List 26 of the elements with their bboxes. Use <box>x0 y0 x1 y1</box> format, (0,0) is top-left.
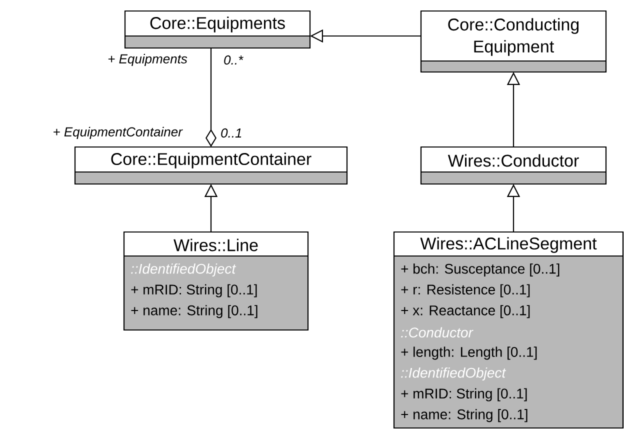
attribute-text: + name: String [0..1] <box>131 305 258 318</box>
attribute-text: + mRID: String [0..1] <box>131 284 257 298</box>
class-box <box>420 10 607 73</box>
role-label: 0..1 <box>221 128 242 138</box>
role-label: + Equipments <box>108 54 188 66</box>
attribute-text: + length: Length [0..1] <box>401 346 537 360</box>
class-box <box>420 146 607 185</box>
attribute-text: + mRID: String [0..1] <box>401 388 527 402</box>
attribute-group: ::Conductor <box>401 327 474 338</box>
class-name: Wires::Conductor <box>448 154 579 167</box>
attribute-text: + r: Resistence [0..1] <box>401 284 530 298</box>
class-name: Wires::ACLineSegment <box>420 237 597 253</box>
class-box <box>393 231 624 429</box>
class-name: Core::EquipmentContainer <box>111 152 312 168</box>
class-name: Core::Equipments <box>150 16 285 32</box>
class-box <box>124 10 311 49</box>
attribute-text: + bch: Susceptance [0..1] <box>401 263 560 277</box>
class-box <box>123 231 309 331</box>
attribute-text: + name: String [0..1] <box>401 409 528 422</box>
attribute-group: ::IdentifiedObject <box>401 367 506 380</box>
attribute-text: + x: Reactance [0..1] <box>401 305 530 318</box>
class-box <box>74 146 348 185</box>
class-name: Wires::Line <box>174 238 258 252</box>
attribute-group: ::IdentifiedObject <box>131 263 236 277</box>
role-label: 0..* <box>224 55 244 65</box>
class-name: Core::Conducting Equipment <box>448 18 579 56</box>
